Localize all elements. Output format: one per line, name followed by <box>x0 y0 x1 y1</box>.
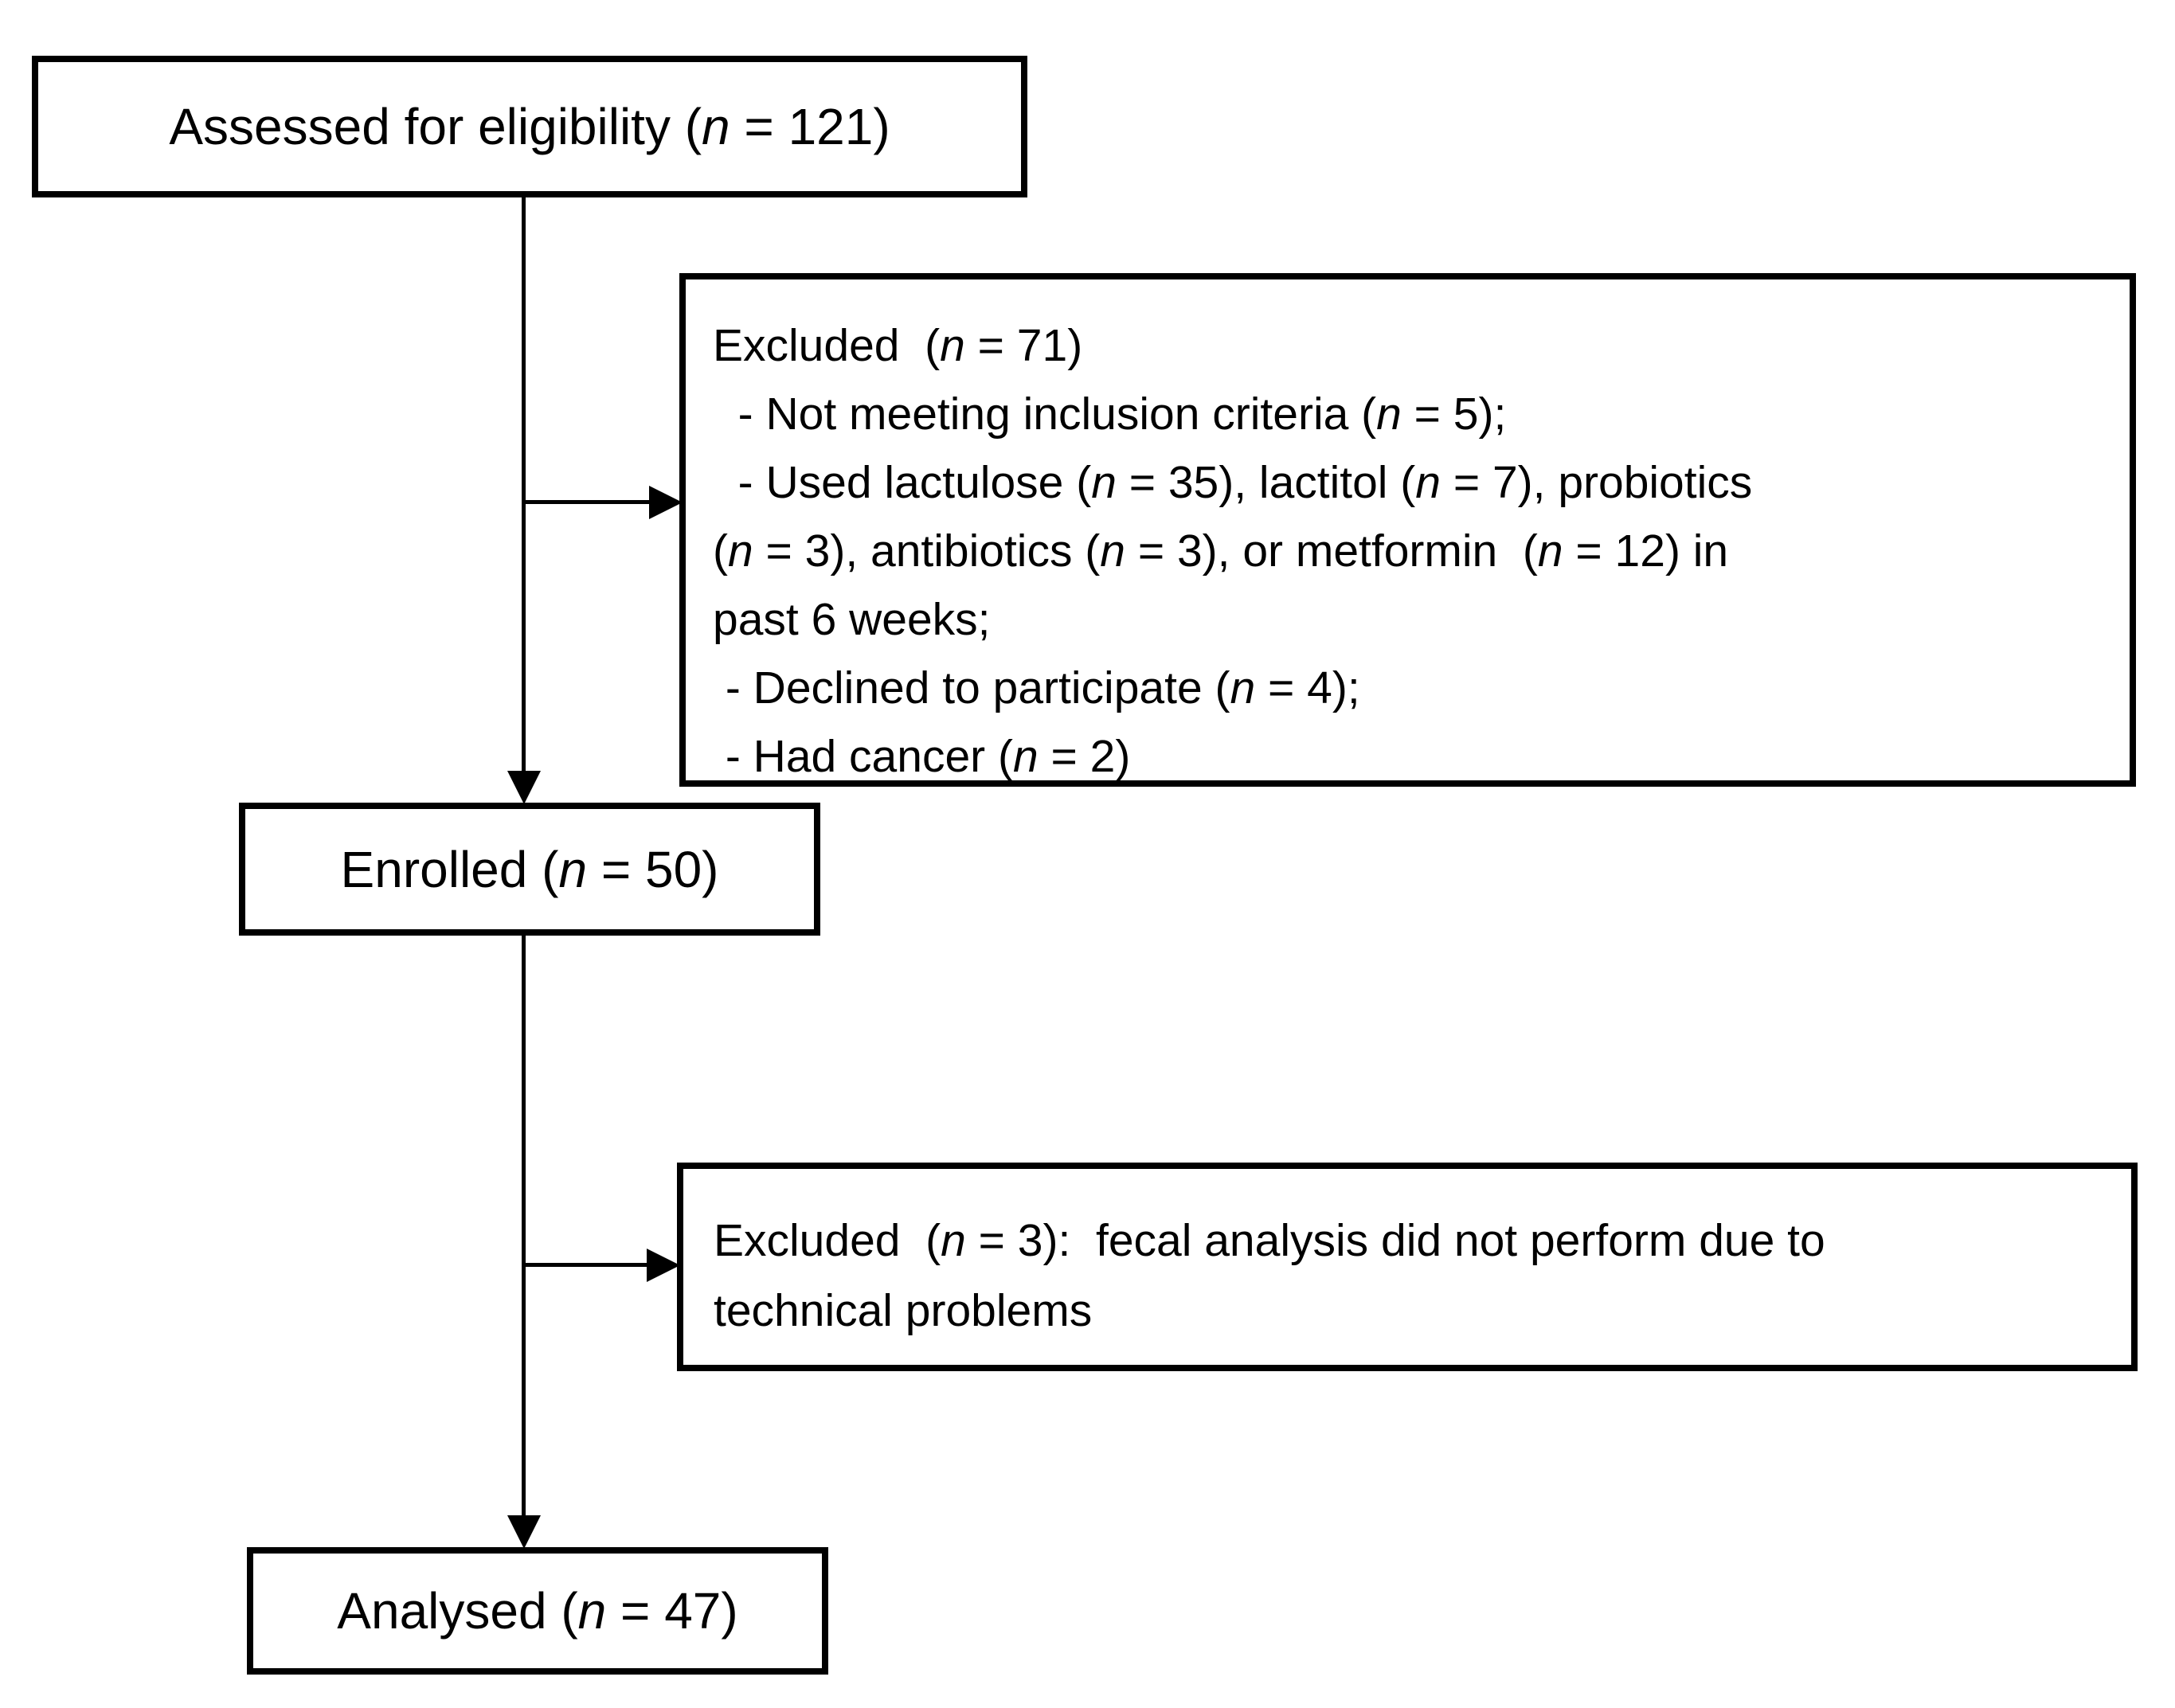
enrolled-box: Enrolled (n = 50) <box>239 803 820 936</box>
excluded-eligibility-reason: - Declined to participate (n = 4); <box>713 662 1360 713</box>
excluded-analysis-box: Excluded (n = 3): fecal analysis did not… <box>677 1163 2138 1371</box>
connector-branch-to-excluded-analysis <box>522 1263 649 1267</box>
arrowhead-down-enrolled-icon <box>507 771 541 804</box>
excluded-analysis-text-line: technical problems <box>714 1285 1093 1336</box>
analysed-label: Analysed (n = 47) <box>337 1582 738 1640</box>
arrowhead-down-analysed-icon <box>507 1515 541 1549</box>
arrowhead-right-excluded-eligibility-icon <box>649 486 683 519</box>
connector-assessed-to-enrolled <box>522 195 526 775</box>
excluded-eligibility-reason: - Had cancer (n = 2) <box>713 731 1131 782</box>
excluded-eligibility-reason: - Used lactulose (n = 35), lactitol (n =… <box>713 457 1753 508</box>
enrolled-label: Enrolled (n = 50) <box>340 840 719 898</box>
analysed-box: Analysed (n = 47) <box>247 1547 828 1675</box>
excluded-eligibility-reason: past 6 weeks; <box>713 594 991 645</box>
arrowhead-right-excluded-analysis-icon <box>647 1249 680 1282</box>
assessed-label: Assessed for eligibility (n = 121) <box>169 98 890 155</box>
excluded-eligibility-reason: (n = 3), antibiotics (n = 3), or metform… <box>713 526 1729 576</box>
connector-enrolled-to-analysed <box>522 932 526 1519</box>
excluded-eligibility-reason: - Not meeting inclusion criteria (n = 5)… <box>713 389 1507 440</box>
connector-branch-to-excluded-eligibility <box>522 500 653 504</box>
excluded-eligibility-title: Excluded (n = 71) <box>713 320 1083 371</box>
excluded-analysis-text-line: Excluded (n = 3): fecal analysis did not… <box>714 1215 1825 1266</box>
assessed-box: Assessed for eligibility (n = 121) <box>32 56 1027 197</box>
excluded-eligibility-box: Excluded (n = 71) - Not meeting inclusio… <box>679 273 2136 787</box>
